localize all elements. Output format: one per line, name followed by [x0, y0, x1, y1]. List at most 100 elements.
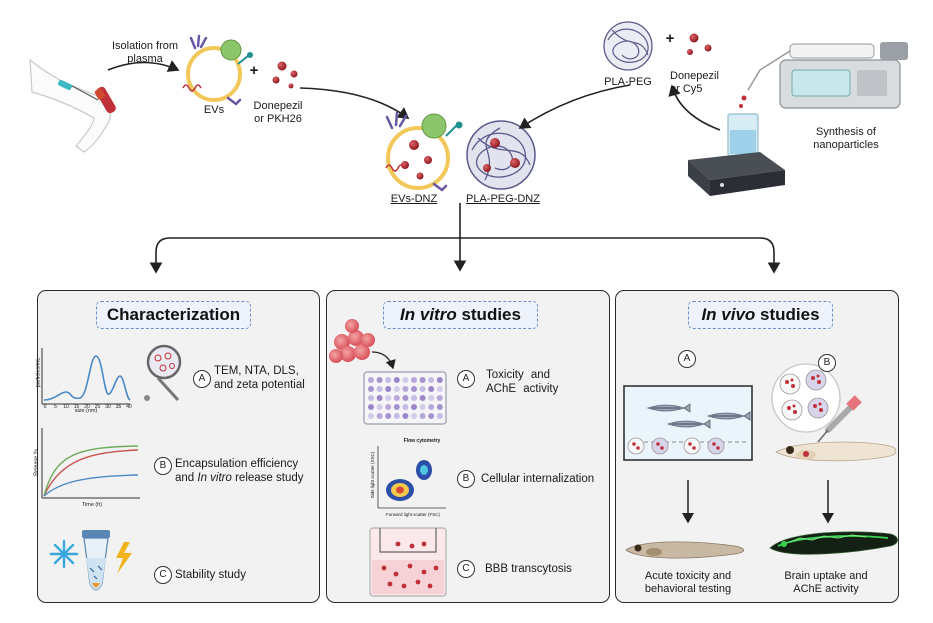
- flow-ylabel: Side light scatter (SSC): [370, 451, 375, 499]
- donepezil-cy5-particles-icon: [687, 33, 712, 55]
- plot1-tick-label: 5: [54, 404, 57, 410]
- well: [385, 395, 392, 401]
- fluorescent-larva-icon: [769, 531, 898, 555]
- well: [393, 386, 400, 392]
- plot1-tick-label: 20: [84, 404, 90, 410]
- loading-arrow-right: [518, 84, 631, 129]
- char-item-c-text: Stability study: [175, 569, 246, 581]
- pla-peg-dnz-nanoparticle-icon: [466, 120, 536, 190]
- culture-dish-icon: [805, 369, 827, 391]
- microinjection-needle-icon: [817, 395, 862, 443]
- plot1-tick-label: 30: [105, 404, 111, 410]
- in-vitro-title: In vitro studies: [383, 301, 538, 329]
- well: [402, 395, 409, 401]
- isolation-label: Isolation from plasma: [111, 40, 179, 65]
- well: [411, 377, 417, 383]
- plus-sign-left: +: [249, 62, 259, 79]
- in-vivo-title-rest: studies: [760, 305, 820, 324]
- char-item-a-text: TEM, NTA, DLS, and zeta potential: [214, 365, 305, 391]
- culture-dish-icon: [779, 373, 801, 395]
- np-cargo-label: Donepezil or Cy5: [670, 70, 719, 95]
- well: [428, 386, 435, 392]
- pla-peg-dnz-label: PLA-PEG-DNZ: [466, 193, 540, 205]
- well: [436, 395, 443, 401]
- synthesis-arrow: [668, 84, 721, 131]
- char-item-b-letter: B: [154, 457, 172, 475]
- vitro-item-a-letter: A: [457, 370, 475, 388]
- well: [376, 386, 383, 392]
- snowflake-icon: [49, 539, 79, 569]
- char-item-b-text: Encapsulation efficiency and In vitro re…: [175, 457, 315, 485]
- plot1-tick-label: 10: [63, 404, 69, 410]
- stability-tube-icon: [82, 530, 110, 591]
- cell-dot: [381, 565, 387, 571]
- plot1-ylabel: particles/mL: [35, 357, 42, 388]
- cell-dot: [421, 541, 427, 547]
- well: [376, 413, 383, 419]
- well: [411, 413, 417, 419]
- well: [402, 404, 409, 410]
- vivo-outcome-b: Brain uptake and AChE activity: [784, 570, 868, 595]
- well: [376, 404, 383, 410]
- culture-dish-icon: [683, 437, 701, 455]
- plot1-tick-label: 40: [126, 404, 132, 410]
- well: [393, 395, 400, 401]
- plot1-tick-label: 0: [43, 404, 47, 410]
- well: [385, 404, 392, 410]
- well: [393, 404, 400, 410]
- well: [385, 386, 392, 392]
- well: [368, 404, 374, 410]
- zebrafish-icon: [706, 411, 751, 421]
- well: [385, 413, 392, 419]
- zebrafish-icon: [666, 419, 711, 429]
- flow-title: Flow cytometry: [403, 438, 441, 444]
- cell-cluster-icon: [329, 319, 375, 363]
- well: [428, 404, 435, 410]
- vitro-item-c-letter: C: [457, 560, 475, 578]
- well: [411, 395, 417, 401]
- in-vitro-title-rest: studies: [461, 305, 521, 324]
- plot2-xlabel: Time (h): [81, 502, 103, 508]
- char-item-b-text-post: release study: [231, 472, 304, 484]
- plus-sign-right: +: [665, 30, 675, 47]
- vitro-item-c-text: BBB transcytosis: [485, 563, 572, 575]
- zebrafish-larva-a-icon: [625, 541, 745, 559]
- char-item-b-text-pre: Encapsulation efficiency and: [175, 458, 299, 484]
- well: [428, 413, 435, 419]
- cell-dot: [427, 583, 433, 589]
- cell-dot: [393, 571, 399, 577]
- vitro-item-b-letter: B: [457, 470, 475, 488]
- plot1-xlabel: size (nm): [74, 408, 98, 414]
- well: [402, 386, 409, 392]
- plot2-ylabel: Release %: [33, 449, 40, 476]
- well: [376, 377, 383, 383]
- vivo-letter-b: B: [818, 354, 836, 372]
- well: [428, 395, 435, 401]
- culture-dish-icon: [807, 397, 829, 419]
- well: [436, 404, 443, 410]
- well: [385, 377, 392, 383]
- isolation-arrow: [107, 60, 180, 72]
- magnetic-stirrer-beaker-icon: [688, 113, 785, 196]
- flow-xlabel: Forward light scatter (FSC): [385, 512, 440, 517]
- well: [368, 413, 374, 419]
- culture-dish-icon: [627, 437, 645, 455]
- well: [419, 377, 426, 383]
- well: [411, 404, 417, 410]
- synthesis-label: Synthesis of nanoparticles: [813, 126, 879, 151]
- characterization-panel: [37, 290, 320, 603]
- zebrafish-larva-b-icon: [775, 441, 897, 462]
- in-vivo-title: In vivo studies: [688, 301, 833, 329]
- loading-arrow-left: [299, 87, 410, 119]
- characterization-title: Characterization: [96, 301, 251, 329]
- vivo-outcome-a: Acute toxicity and behavioral testing: [644, 570, 732, 595]
- evs-cargo-label: Donepezil or PKH26: [253, 100, 303, 125]
- well: [393, 377, 400, 383]
- plot1-tick-label: 15: [73, 404, 80, 410]
- seeding-arrow: [371, 351, 396, 370]
- cell-dot: [387, 581, 393, 587]
- culture-dish-icon: [707, 437, 725, 455]
- well: [368, 377, 374, 383]
